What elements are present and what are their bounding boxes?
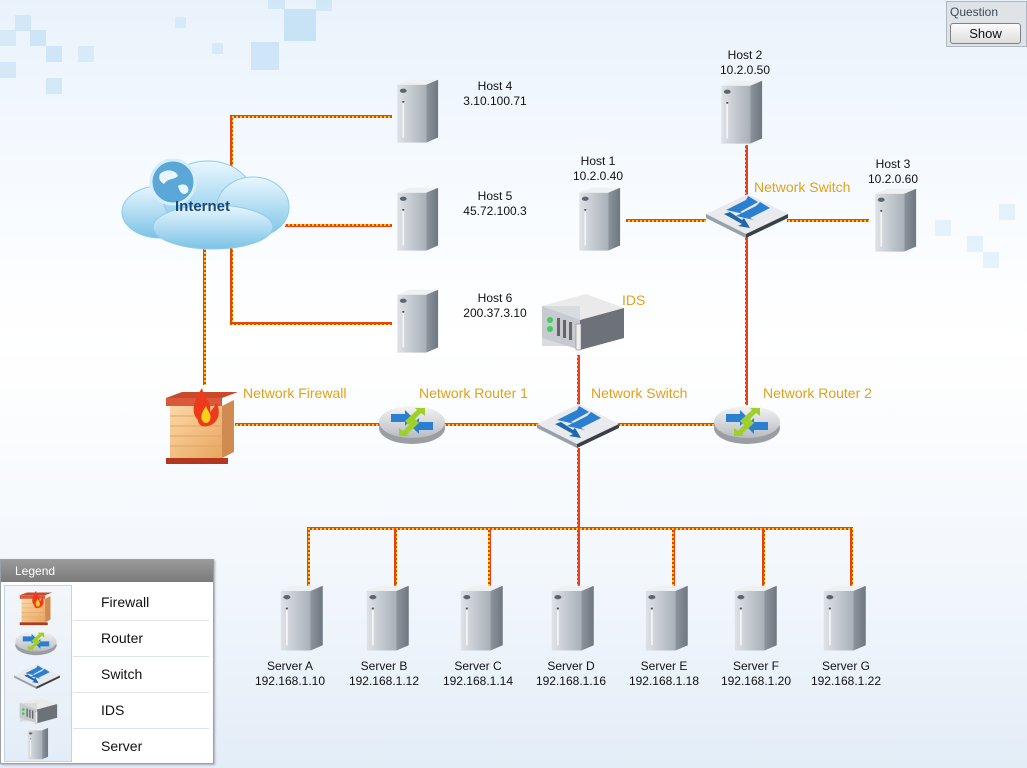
network-firewall[interactable]	[162, 382, 242, 471]
link-host2-switch	[745, 145, 748, 195]
link-host5	[285, 224, 392, 227]
host-4[interactable]	[388, 78, 444, 151]
link-server-d	[577, 527, 580, 587]
host-3[interactable]	[866, 187, 922, 260]
host-2[interactable]	[712, 79, 768, 152]
server-d[interactable]	[543, 584, 599, 659]
link-ids-switch	[577, 355, 580, 410]
host-6[interactable]	[388, 288, 444, 361]
legend-icon-column	[4, 585, 72, 762]
server-a[interactable]	[272, 584, 328, 659]
link-switch-serverbus	[577, 448, 580, 530]
legend-item-switch: Switch	[73, 657, 209, 693]
ids-label: IDS	[622, 292, 646, 308]
cloud-icon	[121, 158, 290, 250]
server-icon	[452, 584, 508, 654]
switch-icon	[13, 663, 61, 689]
link-server-c	[488, 527, 491, 587]
ids-icon	[15, 694, 59, 726]
server-f[interactable]	[726, 584, 782, 659]
firewall-icon	[162, 382, 242, 466]
link-host4	[230, 115, 392, 118]
internet-cloud[interactable]: Internet	[118, 152, 293, 252]
server-b[interactable]	[358, 584, 414, 659]
link-switch-router2	[618, 423, 718, 426]
legend-panel: Legend Firewall Router Switch IDS Server	[0, 559, 214, 764]
ids-icon	[532, 286, 628, 356]
router-icon	[712, 398, 782, 448]
server-icon	[388, 186, 444, 254]
server-c[interactable]	[452, 584, 508, 659]
server-icon	[866, 187, 922, 255]
router-icon	[14, 626, 58, 658]
link-server-f	[762, 527, 765, 587]
network-router-1[interactable]	[377, 398, 447, 453]
network-firewall-label: Network Firewall	[243, 385, 347, 401]
link-server-a	[307, 527, 310, 587]
legend-title: Legend	[1, 560, 213, 582]
server-icon	[388, 78, 444, 146]
server-icon	[388, 288, 444, 356]
server-icon	[358, 584, 414, 654]
firewall-icon	[17, 588, 55, 626]
network-switch-bottom[interactable]	[535, 402, 621, 453]
network-switch-bottom-label: Network Switch	[591, 385, 688, 401]
host-1[interactable]	[570, 186, 626, 259]
ids-device[interactable]	[532, 286, 628, 361]
server-e[interactable]	[637, 584, 693, 659]
switch-icon	[535, 402, 621, 448]
show-button[interactable]: Show	[950, 23, 1021, 44]
internet-label: Internet	[175, 198, 231, 215]
network-switch-top[interactable]	[704, 192, 790, 243]
link-host6	[230, 322, 392, 325]
question-title: Question	[950, 5, 999, 19]
network-switch-top-label: Network Switch	[754, 179, 851, 195]
server-icon	[726, 584, 782, 654]
router-icon	[377, 398, 447, 448]
legend-item-firewall: Firewall	[73, 585, 209, 621]
network-router-1-label: Network Router 1	[419, 385, 528, 401]
server-icon	[272, 584, 328, 654]
host-5[interactable]	[388, 186, 444, 259]
network-router-2-label: Network Router 2	[763, 385, 872, 401]
link-server-g	[850, 527, 853, 587]
network-router-2[interactable]	[712, 398, 782, 453]
legend-item-server: Server	[101, 738, 143, 754]
server-icon	[543, 584, 599, 654]
link-firewall-router1	[235, 423, 385, 426]
legend-item-ids: IDS	[73, 693, 209, 729]
link-router1-switch	[440, 423, 540, 426]
server-icon	[570, 186, 626, 254]
server-icon	[815, 584, 871, 654]
server-icon	[637, 584, 693, 654]
link-internet-firewall	[203, 245, 206, 385]
server-icon	[23, 727, 51, 761]
server-icon	[712, 79, 768, 147]
legend-item-router: Router	[73, 621, 209, 657]
question-panel: Question Show	[946, 1, 1027, 47]
link-router2-switch	[745, 230, 748, 405]
link-host3-switch	[787, 219, 869, 222]
switch-icon	[704, 192, 790, 238]
link-server-b	[394, 527, 397, 587]
server-g[interactable]	[815, 584, 871, 659]
link-server-e	[672, 527, 675, 587]
link-host1-switch	[626, 219, 706, 222]
